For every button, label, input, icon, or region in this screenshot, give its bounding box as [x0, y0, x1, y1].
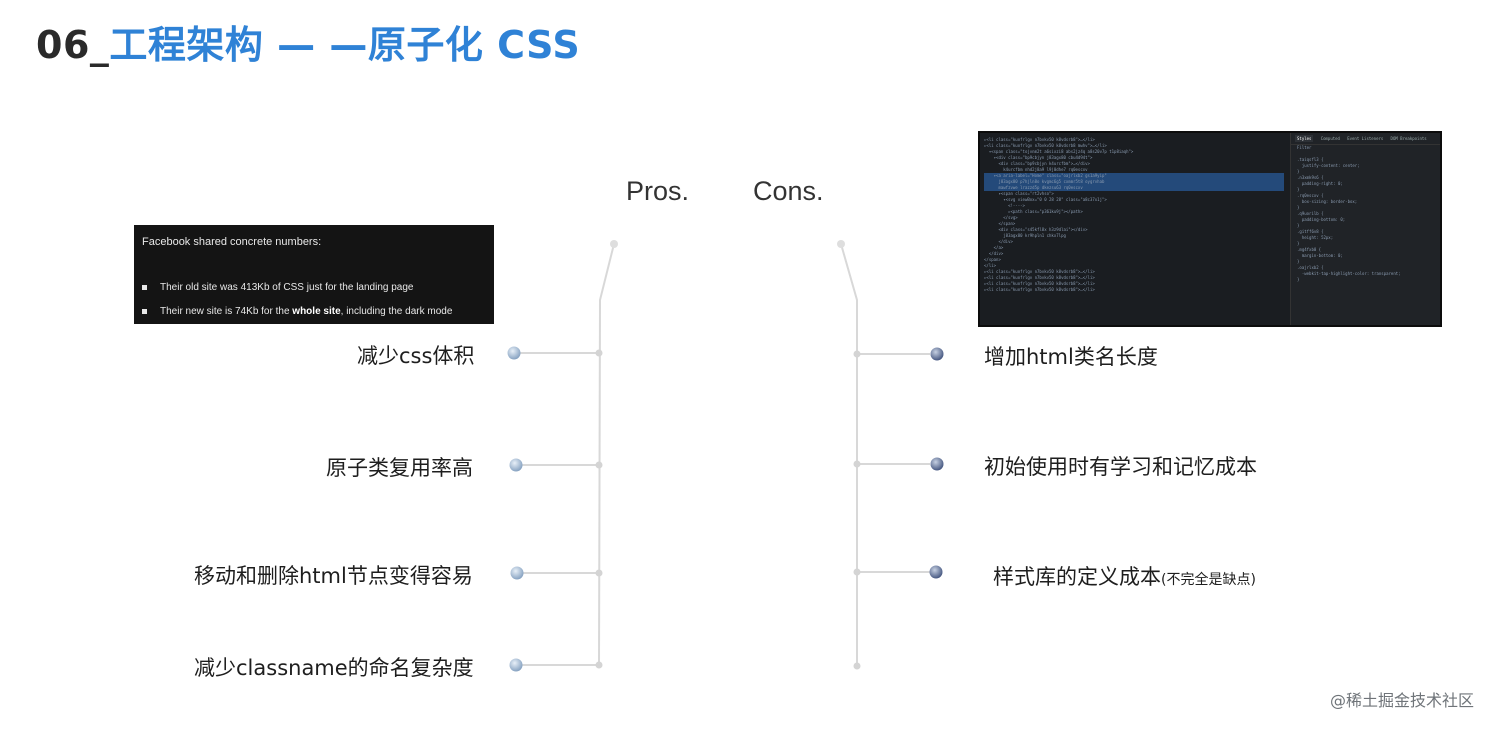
facebook-numbers-card: Facebook shared concrete numbers: Their … [134, 225, 494, 324]
card-bullet: Their new site is 74Kb for the whole sit… [142, 306, 452, 317]
card-bullet: Their old site was 413Kb of CSS just for… [142, 282, 413, 293]
cons-item-note: (不完全是缺点) [1161, 572, 1256, 588]
bullet-bold: whole site [292, 306, 341, 317]
tab-styles[interactable]: Styles [1295, 135, 1314, 142]
cons-branches [853, 347, 944, 670]
pros-item: 移动和删除html节点变得容易 [194, 564, 473, 588]
pros-branches [507, 346, 603, 672]
cons-item: 增加html类名长度 [984, 345, 1158, 369]
bullet-text-end: , including the dark mode [340, 306, 453, 317]
devtools-screenshot: ▸<li class="kuofrlgv n7bvkv50 k8vdsrb8">… [978, 131, 1442, 327]
pros-item: 减少css体积 [357, 344, 475, 368]
cons-item-text: 样式库的定义成本 [993, 565, 1161, 589]
cons-label: Cons. [753, 176, 824, 206]
slide-title: 06_工程架构 — —原子化 CSS [36, 14, 580, 69]
cons-trunk [840, 243, 858, 666]
card-heading: Facebook shared concrete numbers: [142, 236, 322, 248]
bullet-icon [142, 284, 147, 290]
bullet-text: Their old site was 413Kb of CSS just for… [160, 282, 414, 293]
slide-number: 06_ [36, 23, 110, 67]
devtools-styles-panel: Styles Computed Event Listeners DOM Brea… [1290, 133, 1440, 325]
bullet-text: Their new site is 74Kb for the [160, 306, 293, 317]
styles-filter[interactable]: Filter [1297, 145, 1312, 150]
tab-computed[interactable]: Computed [1320, 136, 1340, 141]
pros-item: 减少classname的命名复杂度 [194, 656, 474, 680]
devtools-elements-panel: ▸<li class="kuofrlgv n7bvkv50 k8vdsrb8">… [984, 137, 1284, 319]
bullet-icon [142, 308, 147, 314]
pros-item: 原子类复用率高 [326, 456, 473, 480]
tab-event-listeners[interactable]: Event Listeners [1347, 136, 1384, 141]
devtools-tabs: Styles Computed Event Listeners DOM Brea… [1291, 133, 1440, 145]
cons-item: 初始使用时有学习和记忆成本 [984, 455, 1257, 479]
tab-dom-breakpoints[interactable]: DOM Breakpoints [1390, 136, 1427, 141]
cons-item: 样式库的定义成本(不完全是缺点) [993, 561, 1256, 591]
pros-label: Pros. [626, 176, 690, 206]
pros-trunk [598, 243, 615, 665]
slide-title-text: 工程架构 — —原子化 CSS [109, 23, 581, 67]
watermark: @稀土掘金技术社区 [1330, 691, 1475, 710]
